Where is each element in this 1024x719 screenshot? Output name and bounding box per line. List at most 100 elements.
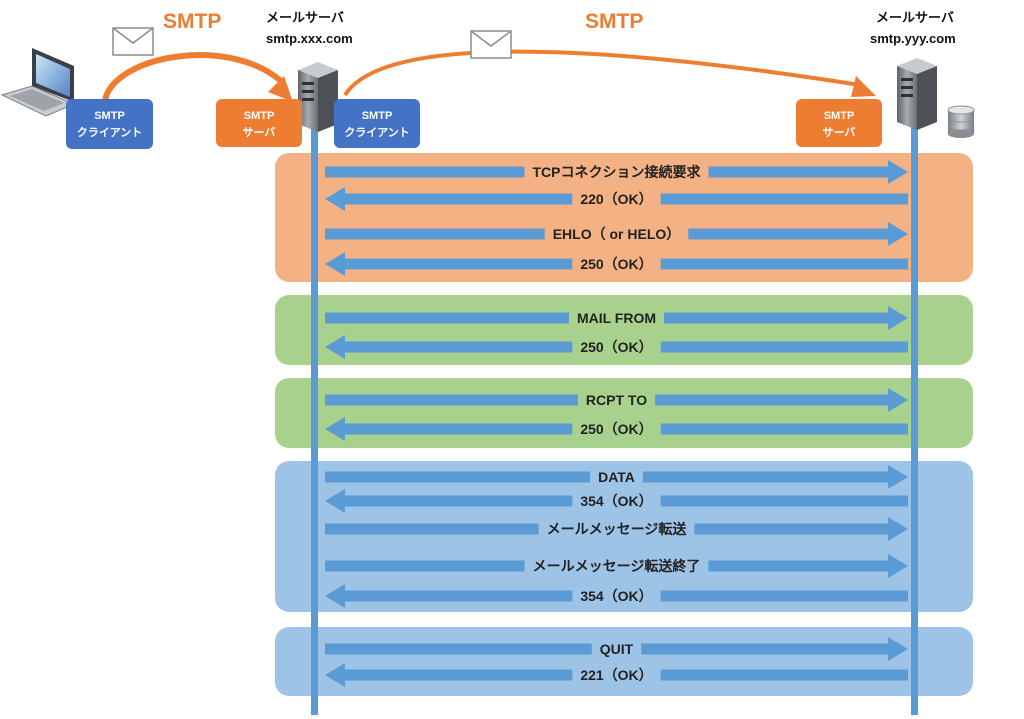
left-server-host: smtp.xxx.com [266,31,353,46]
left-server-name: メールサーバ [266,10,344,25]
arrow-shaft [660,669,908,681]
message-label: 250（OK） [580,421,652,437]
laptop-icon [0,48,76,117]
message-list: TCPコネクション接続要求 220（OK） EHLO（ or HELO） 250（OK… [325,160,908,687]
smtp-protocol-label-right: SMTP [585,10,643,33]
arrowhead [325,187,345,211]
arrow-shaft [325,394,578,406]
arrow-shaft [325,643,592,655]
message-arrow: メールメッセージ転送 [325,517,908,541]
right-smtp-server-box: SMTP サーバ [796,99,882,147]
message-label: EHLO（ or HELO） [553,226,681,242]
message-label: 250（OK） [580,339,652,355]
arrowhead [888,222,908,246]
arrow-shaft [655,394,888,406]
arrowhead [888,388,908,412]
right-server-name: メールサーバ [876,10,954,25]
message-label: TCPコネクション接続要求 [533,164,702,180]
pc-client-box-line2: クライアント [77,126,143,139]
server-to-server-arrowhead [851,76,876,97]
arrow-shaft [325,523,539,535]
message-arrow: 250（OK） [325,335,908,359]
arrowhead [325,417,345,441]
left-smtp-client-box: SMTP クライアント [334,99,420,148]
message-label: 250（OK） [580,256,652,272]
arrowhead [325,335,345,359]
message-arrow: 250（OK） [325,252,908,276]
message-label: 354（OK） [580,588,652,604]
arrow-shaft [325,471,591,483]
message-label: MAIL FROM [577,310,656,326]
right-server-lifeline [911,118,918,715]
pc-to-server-arrowhead [268,76,293,102]
message-arrow: 221（OK） [325,663,908,687]
arrow-shaft [660,495,908,507]
right-server-box-line2: サーバ [823,126,856,139]
arrowhead [888,637,908,661]
arrow-shaft [345,669,573,681]
arrow-shaft [660,193,908,205]
arrow-shaft [641,643,888,655]
pc-smtp-client-box: SMTP クライアント [66,99,153,149]
envelope-icon [112,27,154,56]
arrowhead [888,465,908,489]
arrow-shaft [345,590,573,602]
message-arrow: RCPT TO [325,388,908,412]
left-server-lifeline [311,118,318,715]
message-arrow: QUIT [325,637,908,661]
message-arrow: TCPコネクション接続要求 [325,160,908,184]
right-server-host: smtp.yyy.com [870,31,956,46]
phase-band [275,153,973,282]
message-arrow: EHLO（ or HELO） [325,222,908,246]
arrow-shaft [345,258,573,270]
arrowhead [325,252,345,276]
phase-band [275,627,973,696]
arrowhead [325,489,345,513]
message-label: メールメッセージ転送終了 [533,558,701,574]
left-client-box-line2: クライアント [344,126,410,139]
left-server-box-line2: サーバ [243,126,276,139]
message-label: RCPT TO [586,392,647,408]
arrow-shaft [708,560,888,572]
arrowhead [888,554,908,578]
pc-client-box-line1: SMTP [94,110,125,122]
arrow-shaft [664,312,888,324]
arrow-shaft [694,523,888,535]
arrow-shaft [660,341,908,353]
message-arrow: DATA [325,465,908,489]
arrow-shaft [325,228,545,240]
arrow-shaft [345,341,573,353]
arrow-shaft [345,193,573,205]
smtp-protocol-label-left: SMTP [163,10,221,33]
message-arrow: 220（OK） [325,187,908,211]
server-icon [897,58,937,130]
arrow-shaft [688,228,888,240]
message-label: QUIT [600,641,634,657]
message-arrow: 250（OK） [325,417,908,441]
arrowhead [325,663,345,687]
arrow-shaft [325,560,525,572]
phase-band [275,378,973,448]
message-arrow: メールメッセージ転送終了 [325,554,908,578]
message-arrow: MAIL FROM [325,306,908,330]
arrowhead [888,517,908,541]
arrow-shaft [642,471,888,483]
arrow-shaft [708,166,888,178]
message-label: 221（OK） [580,667,652,683]
message-arrow: 354（OK） [325,489,908,513]
arrow-shaft [325,312,569,324]
arrow-shaft [345,495,573,507]
arrowhead [325,584,345,608]
arrowhead [888,306,908,330]
message-label: 220（OK） [580,191,652,207]
message-label: メールメッセージ転送 [547,521,688,537]
arrow-shaft [660,258,908,270]
message-label: 354（OK） [580,493,652,509]
left-server-box-line1: SMTP [244,110,275,122]
arrow-shaft [660,423,908,435]
server-to-server-curve-arrow [343,49,861,97]
left-smtp-server-box: SMTP サーバ [216,99,302,147]
left-client-box-line1: SMTP [362,110,393,122]
arrow-shaft [325,166,525,178]
